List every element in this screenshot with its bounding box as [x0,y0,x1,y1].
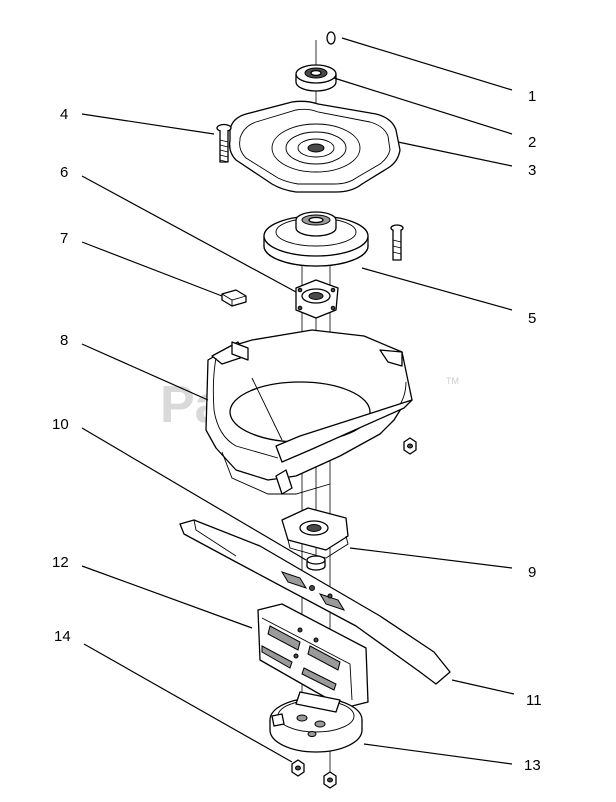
part-14-nut [291,759,337,789]
part-6-flange-bearing [295,279,339,319]
part-9-blade-adapter [281,507,349,559]
callout-11: 11 [526,692,542,709]
callout-13: 13 [524,757,541,774]
part-3-mount-plate [228,100,401,193]
part-2-bearing [295,64,337,92]
part-11-blade [179,519,451,685]
callout-14: 14 [54,628,71,645]
callout-6: 6 [60,164,68,181]
part-4-bolt [216,123,232,163]
part-7-key [221,289,247,307]
part-12-stiffener [257,603,369,709]
part-5-pulley-housing [263,211,404,267]
callout-1: 1 [528,88,536,105]
part-10-spacer [306,555,326,571]
leader-lines [81,37,515,765]
callout-4: 4 [60,106,68,123]
part-13-lower-disc [269,691,363,753]
callout-3: 3 [528,162,536,179]
callout-9: 9 [528,564,536,581]
callout-5: 5 [528,310,536,327]
part-1-pin [326,31,336,45]
callout-labels: 1 2 3 4 5 6 7 8 9 10 11 12 13 14 [52,88,542,774]
callout-8: 8 [60,332,68,349]
watermark-trademark: TM [446,376,459,386]
callout-2: 2 [528,134,536,151]
callout-10: 10 [52,416,69,433]
callout-7: 7 [60,230,68,247]
callout-12: 12 [52,554,69,571]
part-8-blade-housing [205,329,417,495]
